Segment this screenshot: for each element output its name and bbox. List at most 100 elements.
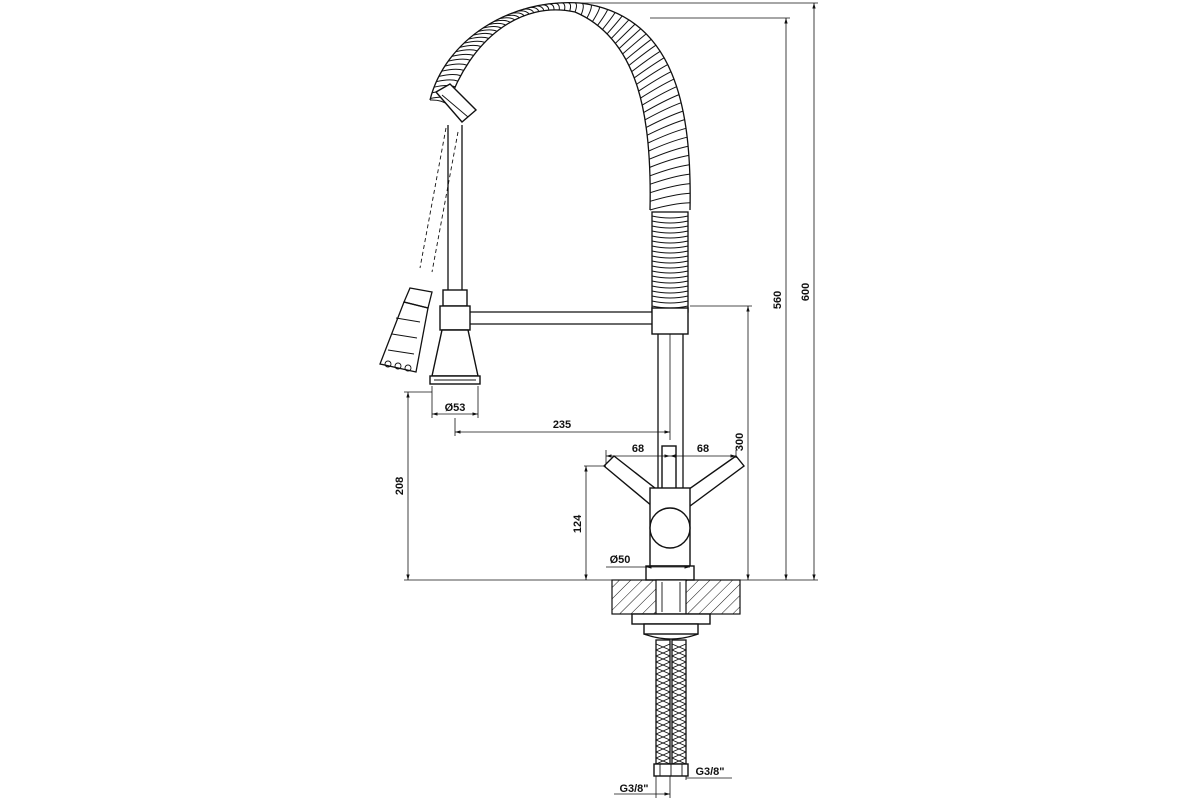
coil-turn	[567, 2, 572, 12]
dim-outlet-height: 300	[690, 305, 752, 580]
coil-turn	[628, 44, 657, 66]
dim-base-diameter-label: Ø50	[610, 554, 631, 566]
braid-strand	[671, 685, 687, 693]
dim-handle-height: 124	[572, 465, 606, 580]
braid-strand	[655, 649, 671, 657]
braid-strand	[671, 751, 687, 759]
coil-turn	[510, 12, 525, 17]
braid-strand	[671, 715, 687, 723]
coil-turn	[602, 12, 616, 30]
braid-strand	[655, 643, 671, 651]
coil-turn	[651, 285, 689, 289]
coil-turn	[650, 173, 690, 185]
coil-turn	[522, 8, 535, 13]
braid-strand	[671, 667, 687, 675]
dim-handle-spread: 68 68	[605, 443, 737, 464]
coil-turn	[651, 245, 689, 249]
riser-column	[651, 307, 689, 490]
coil-turn	[651, 290, 689, 294]
coil-turn	[463, 40, 485, 44]
braid-strand	[671, 739, 687, 747]
coil-turn	[642, 86, 677, 106]
dim-spout-height-label: 560	[772, 291, 784, 309]
braid-strand	[655, 667, 671, 675]
braid-strand	[655, 733, 671, 741]
coil-turn	[597, 9, 609, 26]
braid-strand	[655, 679, 671, 687]
braid-strand	[655, 751, 671, 759]
coil-turn	[649, 202, 691, 211]
braid-strand	[655, 745, 671, 753]
dim-handle-height-label: 124	[572, 514, 584, 533]
coil-turn	[625, 38, 652, 60]
braid-strand	[671, 655, 687, 663]
coil-turn	[618, 28, 642, 49]
coil-turn	[473, 32, 493, 36]
dim-handle-left-label: 68	[632, 443, 644, 455]
coil-turn	[631, 50, 661, 72]
coil-turn	[606, 15, 623, 35]
braid-strand	[655, 703, 671, 711]
dim-base-diameter: Ø50	[606, 554, 690, 569]
braid-strand	[671, 703, 687, 711]
coil-turn	[615, 23, 636, 44]
coil-turn	[649, 164, 690, 177]
coil-turn	[651, 220, 689, 224]
coil-turn	[477, 29, 498, 32]
coil-turn	[516, 10, 530, 15]
braid-strand	[655, 727, 671, 735]
faucet-body	[645, 487, 695, 581]
braid-strand	[655, 691, 671, 699]
coil-turn	[636, 64, 668, 85]
coil-turn	[644, 102, 682, 121]
dim-spout-height: 560	[772, 18, 788, 580]
coil-turn	[586, 4, 592, 19]
braid-strand	[671, 673, 687, 681]
braid-strand	[655, 739, 671, 747]
coil-turn	[651, 275, 689, 279]
coil-turn	[455, 49, 478, 53]
coil-turn	[649, 192, 691, 202]
coil-turn	[646, 110, 684, 128]
coil-turn	[651, 270, 689, 274]
spray-head-extended-ghost	[379, 127, 459, 373]
braid-strand	[655, 673, 671, 681]
countertop-section	[611, 579, 741, 615]
coil-turn	[622, 33, 647, 55]
braid-strand	[671, 649, 687, 657]
coil-turn	[548, 3, 555, 10]
coil-turn	[499, 17, 516, 21]
holder-arm	[470, 311, 652, 325]
coil-turn	[651, 230, 689, 234]
coil-turn	[640, 78, 675, 99]
spring-top-collar	[434, 83, 478, 123]
spray-holder	[439, 305, 471, 331]
coil-turn	[561, 2, 566, 11]
coil-turn	[504, 14, 520, 19]
coil-turn	[651, 260, 689, 264]
coil-turn	[448, 58, 471, 62]
dim-connector-left-label: G3/8"	[619, 783, 648, 795]
coil-turn	[468, 36, 489, 40]
lever-handle-right	[681, 455, 746, 508]
dim-spout-reach-label: 235	[553, 419, 571, 431]
coil-turn	[651, 265, 689, 269]
coil-turn	[650, 183, 691, 194]
dim-spray-height: 208	[394, 391, 432, 580]
coil-turn	[651, 250, 689, 254]
coil-turn	[554, 2, 560, 11]
coil-turn	[646, 119, 685, 136]
dim-spray-diameter-label: Ø53	[445, 402, 466, 414]
braid-strand	[671, 679, 687, 687]
dim-outlet-height-label: 300	[734, 433, 746, 451]
mounting-nut	[631, 613, 711, 640]
coil-turn	[580, 2, 584, 16]
braid-strand	[655, 697, 671, 705]
coil-turn	[649, 145, 689, 160]
dim-spray-height-label: 208	[394, 477, 406, 495]
coil-turn	[648, 136, 688, 152]
spray-head	[429, 329, 481, 385]
braid-strand	[671, 721, 687, 729]
dim-handle-right-label: 68	[697, 443, 709, 455]
